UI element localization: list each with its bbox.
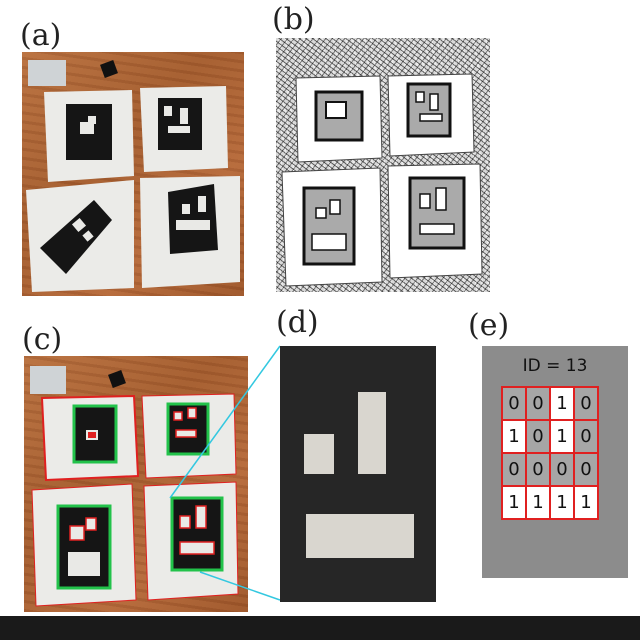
bit-cell: 0 — [526, 453, 550, 486]
panel-label-e: (e) — [468, 308, 510, 343]
photo-detected — [24, 356, 248, 612]
photo-thresholded — [276, 38, 490, 292]
bit-cell: 0 — [574, 420, 598, 453]
bit-cell: 1 — [550, 486, 574, 519]
bit-cell: 0 — [502, 453, 526, 486]
bit-cell: 1 — [502, 486, 526, 519]
bit-cell: 0 — [574, 453, 598, 486]
bit-cell: 1 — [550, 420, 574, 453]
bit-cell: 0 — [526, 420, 550, 453]
panel-label-d: (d) — [276, 305, 319, 340]
zoomed-marker — [280, 346, 436, 602]
photo-thresholded-markers — [281, 73, 483, 287]
bit-cell: 1 — [526, 486, 550, 519]
marker-id-title: ID = 13 — [522, 356, 588, 376]
bit-cell: 0 — [502, 387, 526, 420]
photo-detected-markers — [30, 366, 239, 607]
bit-cell: 0 — [574, 387, 598, 420]
bit-cell: 1 — [502, 420, 526, 453]
panel-label-b: (b) — [272, 2, 315, 37]
bit-cell: 1 — [574, 486, 598, 519]
bit-cell: 1 — [550, 387, 574, 420]
panel-label-a: (a) — [20, 18, 62, 53]
photo-original — [22, 52, 244, 296]
bit-cell: 0 — [550, 453, 574, 486]
zoom-bit-tall — [358, 392, 386, 474]
zoom-bit-wide — [306, 514, 414, 558]
bit-cell: 0 — [526, 387, 550, 420]
bottom-border — [0, 616, 640, 640]
zoom-bit-small — [304, 434, 334, 474]
panel-label-c: (c) — [22, 322, 63, 357]
photo-original-markers — [26, 60, 240, 292]
